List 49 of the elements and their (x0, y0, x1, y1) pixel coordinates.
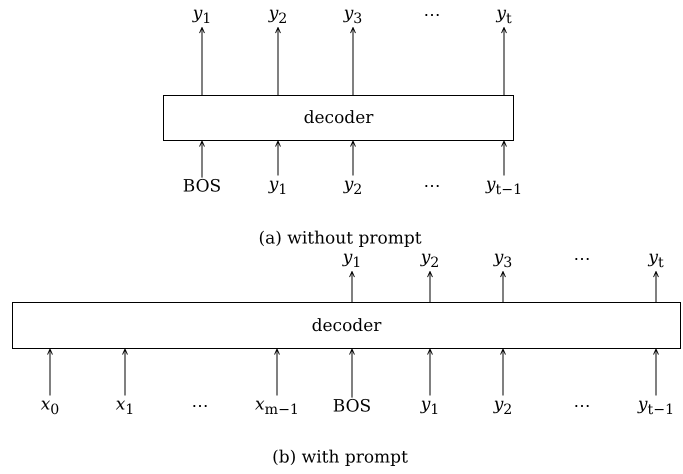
ellipsis: ⋯ (574, 250, 590, 270)
ellipsis: ⋯ (424, 6, 440, 26)
arrow (274, 348, 280, 396)
arrow (350, 26, 356, 96)
arrow (349, 348, 355, 398)
token-label: y$_{t}$ (496, 4, 512, 28)
arrow (350, 140, 356, 176)
token-label: y$_{t−1}$ (486, 176, 522, 198)
arrow (500, 348, 506, 396)
token-label: x$_{0}$ (40, 396, 60, 418)
token-label: y$_{3}$ (494, 248, 512, 272)
token-label: y$_{2}$ (268, 4, 288, 28)
caption: (b) with prompt (272, 448, 408, 468)
decoder-label: decoder (304, 108, 374, 128)
ellipsis: ⋯ (574, 398, 590, 416)
arrow (122, 348, 128, 396)
arrow (653, 270, 659, 302)
token-label: y$_{1}$ (420, 396, 440, 418)
token-label: x$_{m−1}$ (255, 396, 299, 418)
token-label: y$_{1}$ (192, 4, 212, 28)
token-label: y$_{t−1}$ (638, 396, 674, 418)
token-label: y$_{2}$ (344, 176, 362, 198)
decoder-box (163, 95, 514, 141)
token-label: x$_{1}$ (116, 396, 134, 418)
token-label: y$_{t}$ (648, 248, 664, 272)
token-label: y$_{3}$ (344, 4, 362, 28)
token-label: y$_{2}$ (420, 248, 440, 272)
caption: (a) without prompt (258, 230, 422, 248)
token-label: BOS (182, 178, 222, 196)
token-label: BOS (332, 398, 372, 416)
arrow (275, 140, 281, 176)
ellipsis: ⋯ (424, 178, 440, 196)
token-label: y$_{1}$ (342, 248, 362, 272)
arrow (199, 140, 205, 178)
arrow (427, 348, 433, 396)
arrow (501, 140, 507, 176)
decoder-box (12, 302, 681, 349)
arrow (275, 26, 281, 96)
arrow (500, 270, 506, 302)
arrow (501, 26, 507, 96)
ellipsis: ⋯ (192, 398, 208, 416)
token-label: y$_{2}$ (494, 396, 512, 418)
arrow (349, 270, 355, 302)
arrow (653, 348, 659, 396)
arrow (199, 26, 205, 96)
decoder-label: decoder (312, 316, 382, 336)
arrow (47, 348, 53, 396)
token-label: y$_{1}$ (268, 176, 288, 198)
arrow (427, 270, 433, 302)
